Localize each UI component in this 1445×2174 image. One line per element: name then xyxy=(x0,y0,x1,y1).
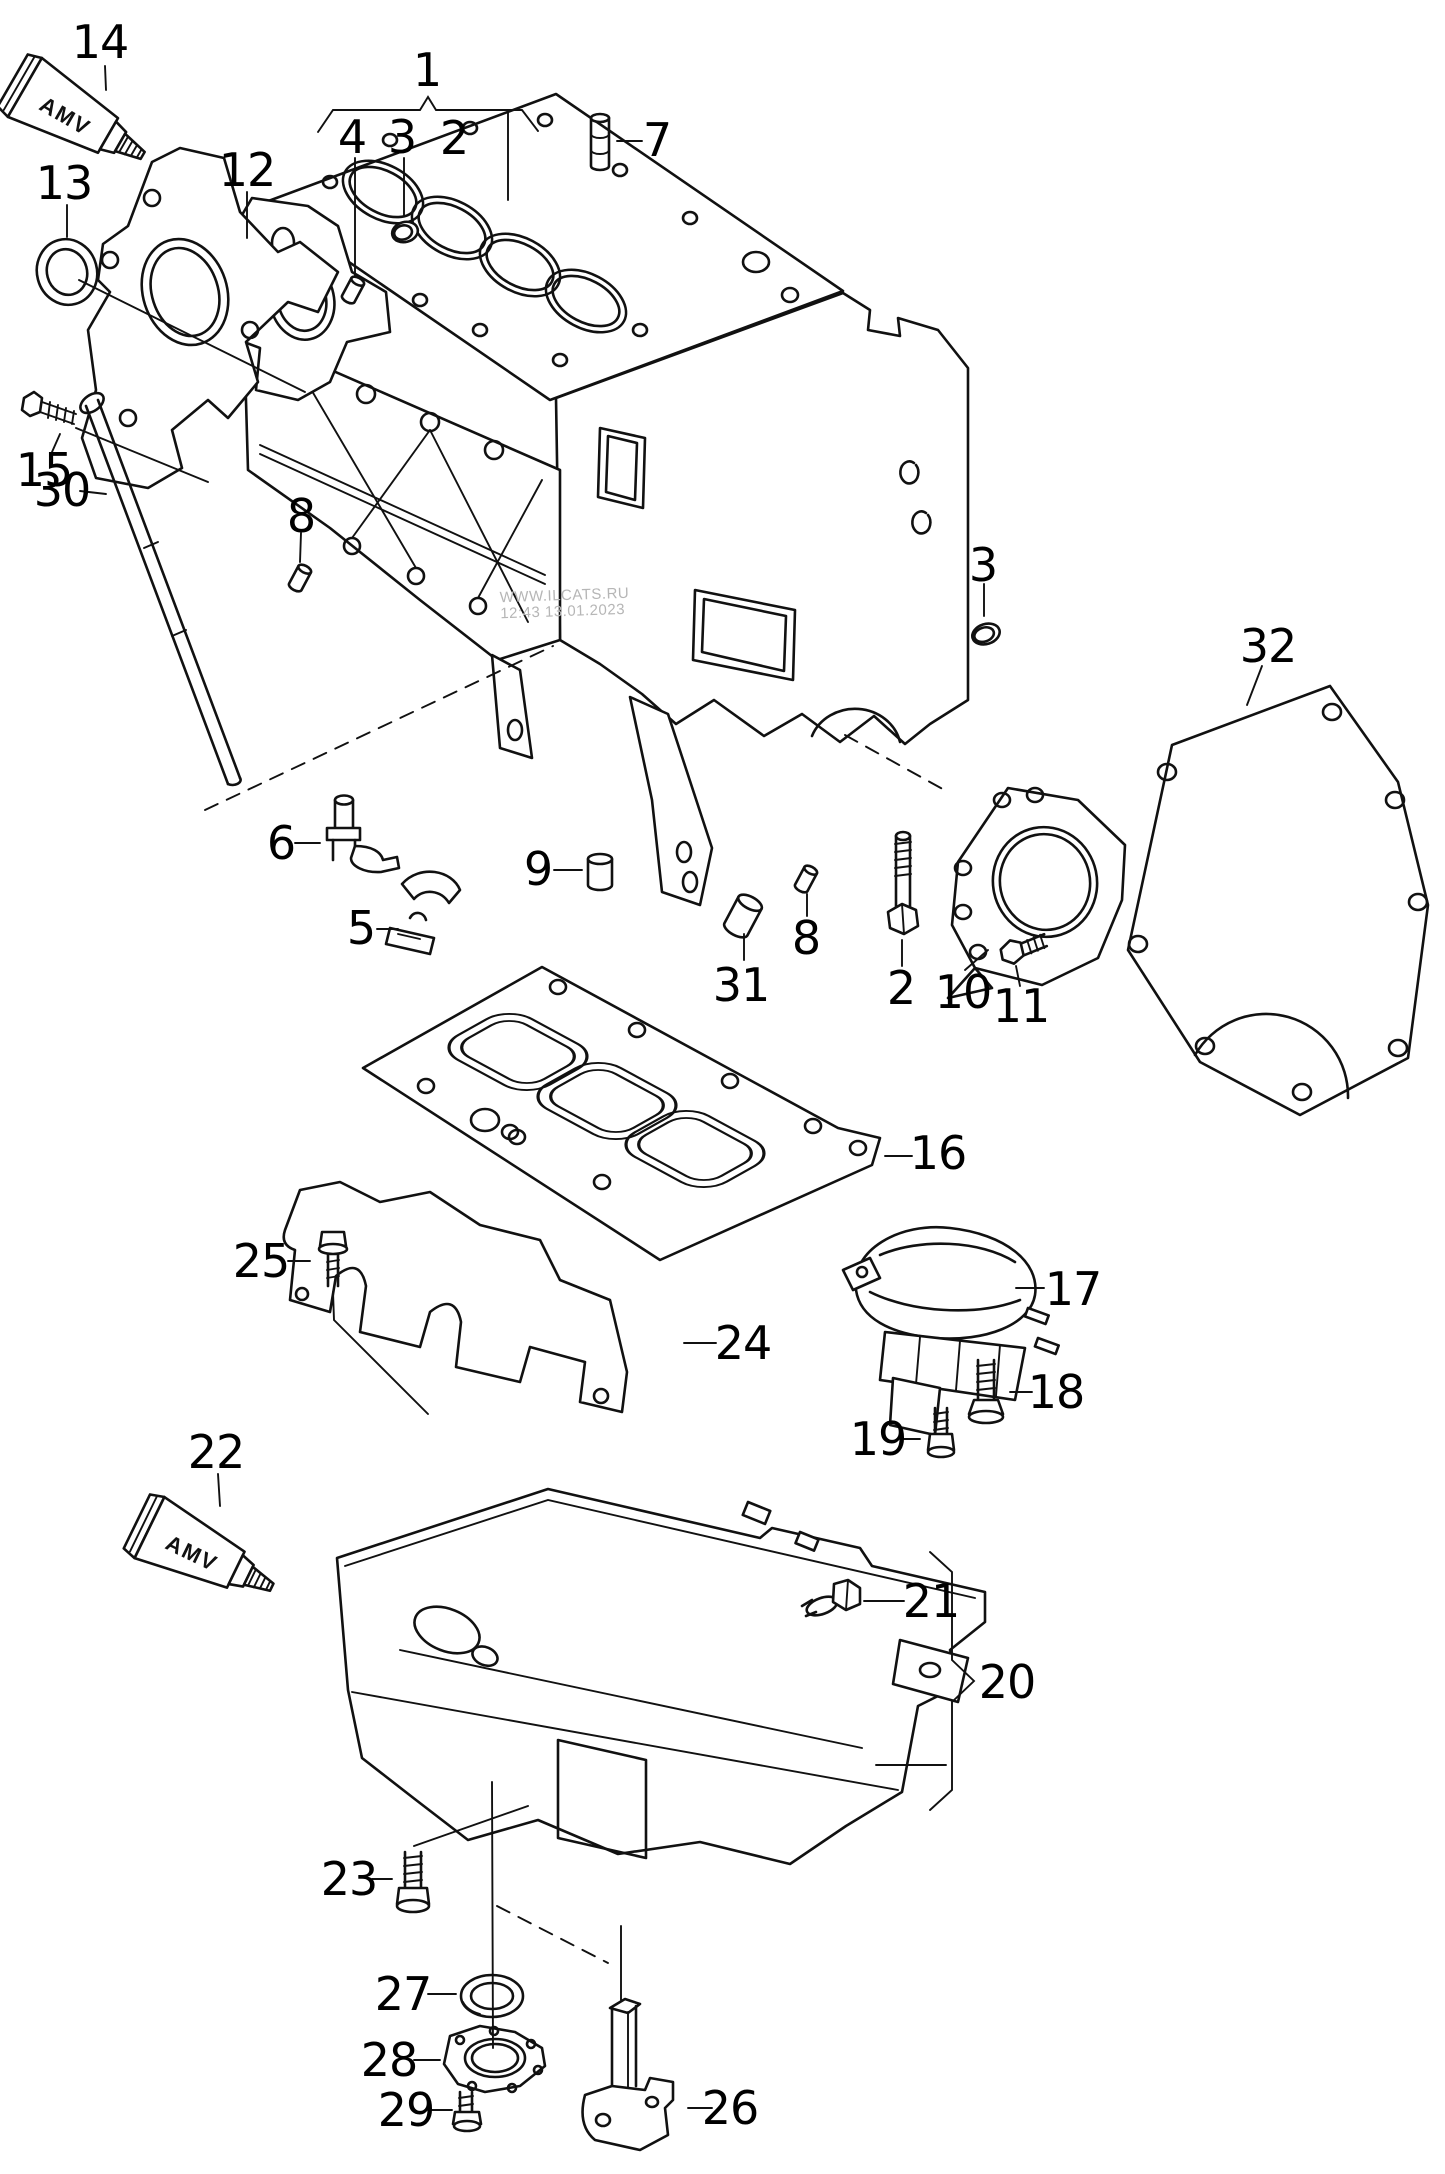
callout-15: 15 xyxy=(15,443,74,497)
callout-27: 27 xyxy=(374,1967,433,2021)
dipstick-tube-30-drawing xyxy=(79,391,242,787)
bushing-31-drawing xyxy=(722,893,764,939)
callout-5: 5 xyxy=(346,901,376,955)
screw-15-drawing xyxy=(20,390,77,425)
callout-8a: 8 xyxy=(286,489,316,543)
dowel-pin-4-drawing xyxy=(340,275,366,305)
callout-1: 1 xyxy=(412,43,442,97)
callout-6: 6 xyxy=(266,816,296,870)
callout-20: 20 xyxy=(978,1655,1037,1709)
dowel-sleeve-7-drawing xyxy=(589,112,611,172)
cup-plug-3-right-drawing xyxy=(971,622,1001,646)
callout-26: 26 xyxy=(701,2081,760,2135)
callout-leader-lines xyxy=(51,65,1263,2111)
screw-23-drawing xyxy=(395,1850,431,1914)
callout-22: 22 xyxy=(187,1425,246,1479)
callout-11: 11 xyxy=(992,979,1051,1033)
drain-plug-21-drawing xyxy=(800,1578,862,1618)
callout-2a: 2 xyxy=(439,111,469,165)
callout-2b: 2 xyxy=(886,961,916,1015)
screw-25-drawing xyxy=(317,1230,349,1288)
callout-3b: 3 xyxy=(968,538,998,592)
oil-pan-drawing xyxy=(335,1487,987,1866)
callout-18: 18 xyxy=(1027,1365,1086,1419)
callout-28: 28 xyxy=(360,2033,419,2087)
head-gasket-drawing xyxy=(261,92,845,402)
callout-3a: 3 xyxy=(387,110,417,164)
screw-29-drawing xyxy=(451,2090,483,2133)
screw-19-drawing xyxy=(926,1406,956,1459)
callout-10: 10 xyxy=(934,965,993,1019)
callout-30: 30 xyxy=(33,463,92,517)
oil-level-sensor-26-drawing xyxy=(581,1997,675,2152)
oil-separator-17-drawing xyxy=(841,1225,1060,1437)
seal-flange-10-drawing xyxy=(946,786,1127,1000)
callout-32: 32 xyxy=(1239,619,1298,673)
callout-8b: 8 xyxy=(791,911,821,965)
callout-9: 9 xyxy=(523,842,553,896)
flange-28-drawing xyxy=(442,2024,547,2094)
callout-23: 23 xyxy=(320,1852,379,1906)
callout-4: 4 xyxy=(337,110,367,164)
gasket-16-drawing xyxy=(361,965,882,1262)
pin-8-lower-drawing xyxy=(793,864,819,894)
rear-plate-32-drawing xyxy=(1126,684,1430,1117)
callout-25: 25 xyxy=(232,1234,291,1288)
seal-ring-13-drawing xyxy=(35,237,99,307)
cup-plug-3-top-drawing xyxy=(390,220,420,244)
sealant-tube-22 xyxy=(120,1489,288,1620)
callout-13: 13 xyxy=(35,156,94,210)
pin-8-upper-drawing xyxy=(287,563,313,593)
oil-nozzle-6-drawing xyxy=(325,794,401,874)
callout-7: 7 xyxy=(642,113,672,167)
callout-24: 24 xyxy=(714,1316,773,1370)
bolt-18-drawing xyxy=(967,1358,1005,1425)
bolt-11-drawing xyxy=(999,932,1049,965)
cap-9-drawing xyxy=(586,852,614,892)
callout-31: 31 xyxy=(712,958,771,1012)
callout-21: 21 xyxy=(902,1574,961,1628)
callout-17: 17 xyxy=(1044,1262,1103,1316)
callout-29: 29 xyxy=(377,2083,436,2137)
retaining-clip-5-drawing xyxy=(384,870,462,956)
cylinder-block-drawing xyxy=(242,291,970,907)
callout-19: 19 xyxy=(849,1412,908,1466)
callout-16: 16 xyxy=(909,1126,968,1180)
baffle-24-drawing xyxy=(282,1180,629,1414)
bolt-2-drawing xyxy=(886,830,920,936)
callout-12: 12 xyxy=(218,143,277,197)
watermark: WWW.ILCATS.RU 12:43 13.01.2023 xyxy=(499,585,630,623)
callout-14: 14 xyxy=(71,15,130,69)
